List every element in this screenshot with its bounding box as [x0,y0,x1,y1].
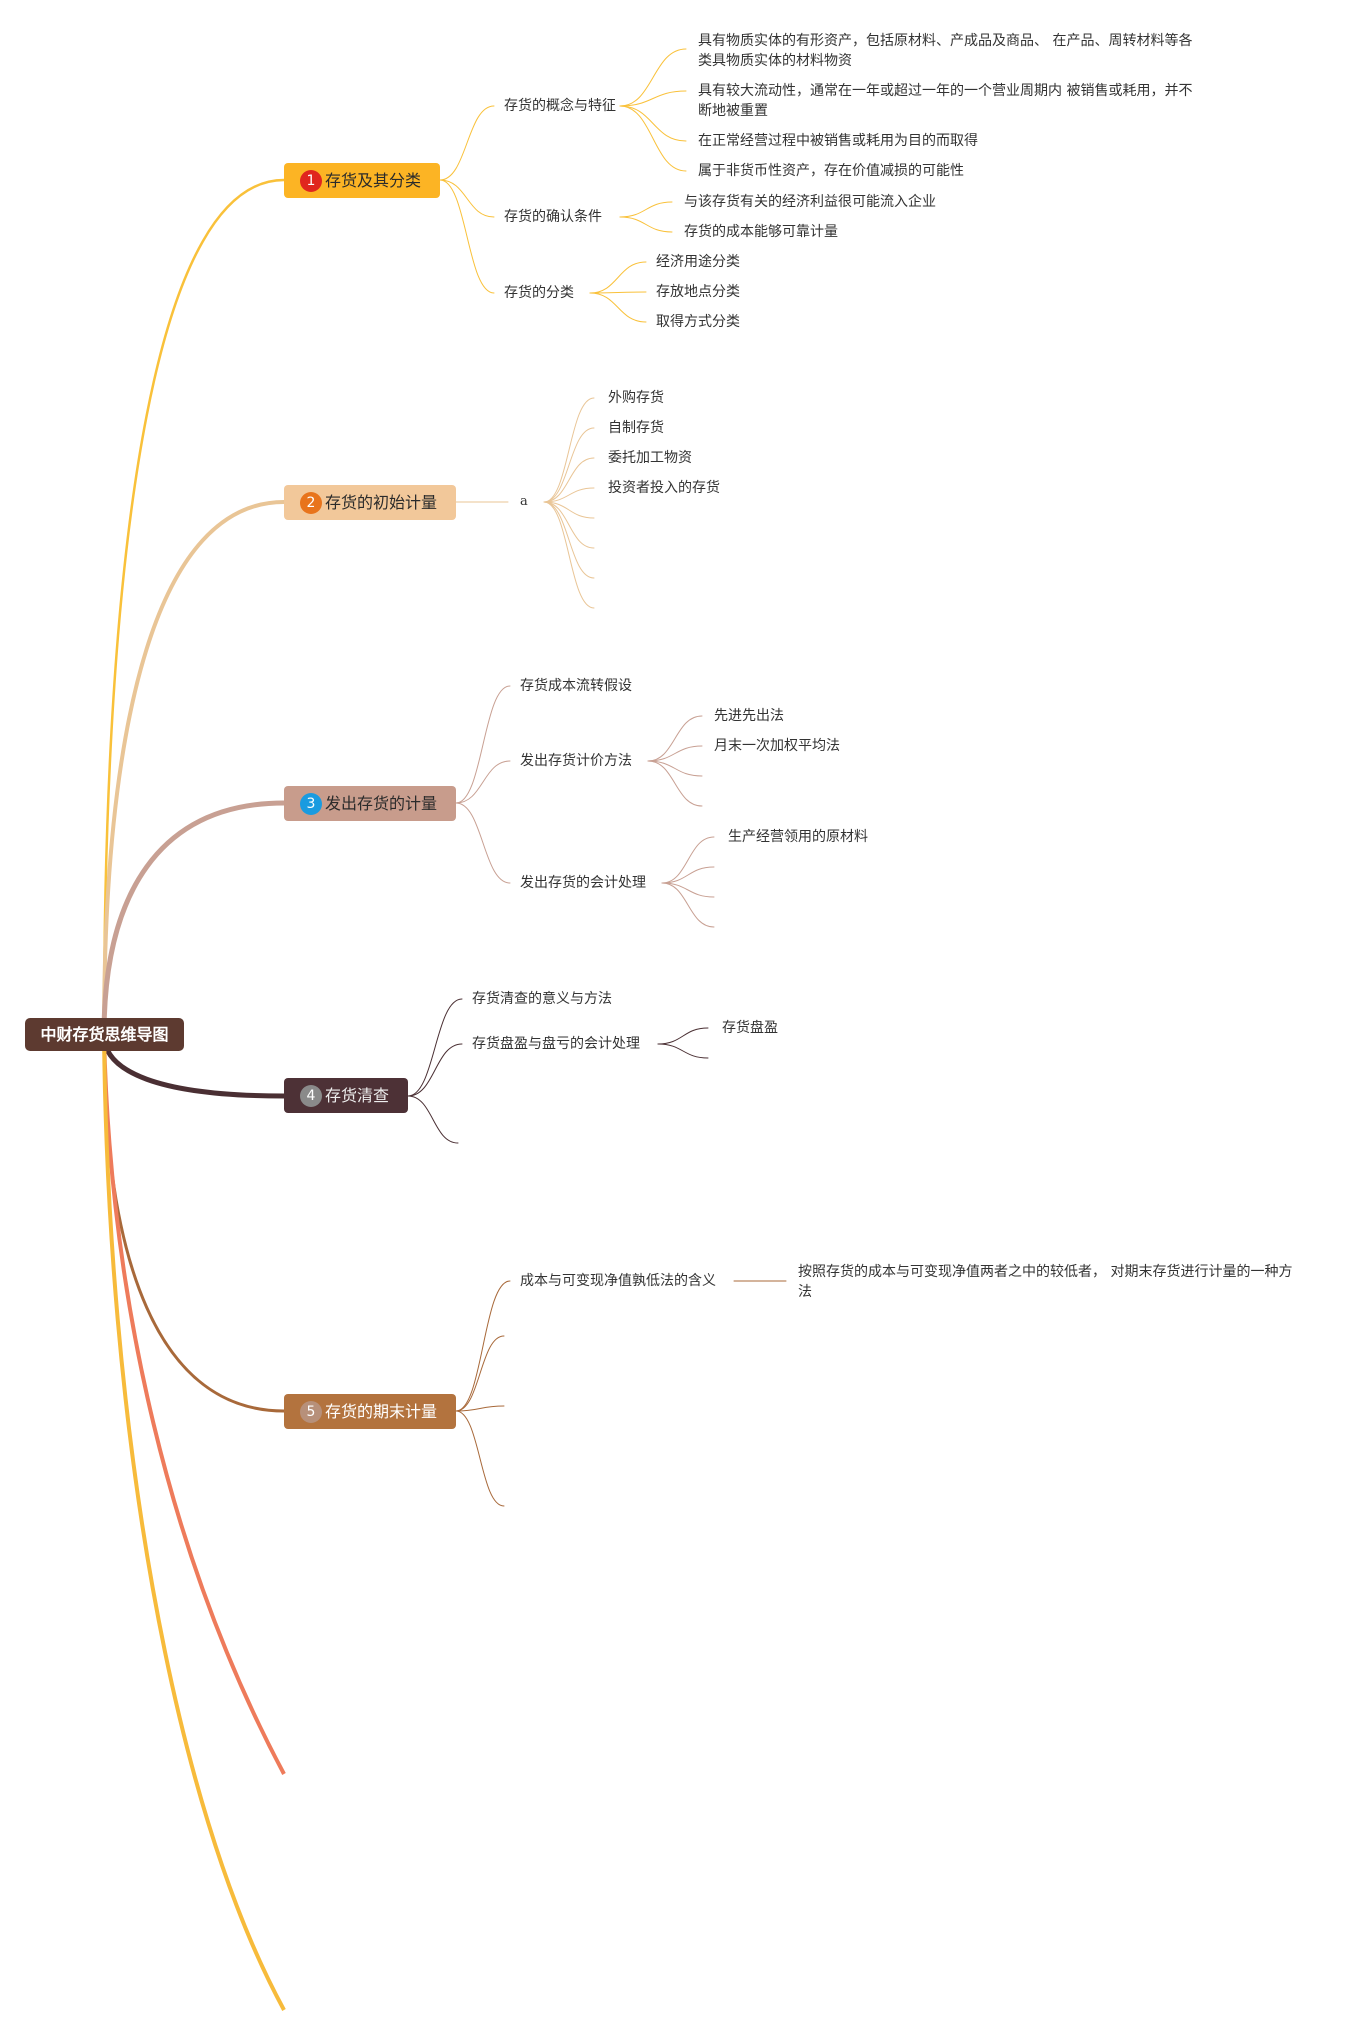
count-meaning-node[interactable]: 存货清查的意义与方法 [472,991,612,1007]
acquisition-item[interactable]: 自制存货 [608,420,664,436]
link [543,501,595,579]
link [543,501,595,549]
root-link-2 [102,500,286,1037]
recognition-conditions-node[interactable]: 存货的确认条件 [504,209,602,225]
initial-measurement-child-node[interactable]: a [520,494,528,509]
link [439,179,495,294]
lower-of-cost-node[interactable]: 成本与可变现净值孰低法的含义 [520,1273,716,1289]
classification-node[interactable]: 存货的分类 [504,285,574,301]
concept-item[interactable]: 具有较大流动性，通常在一年或超过一年的一个营业周期内 被销售或耗用，并不断地被重… [698,83,1193,119]
concept-item[interactable]: 在正常经营过程中被销售或耗用为目的而取得 [698,133,978,149]
link [619,105,687,142]
root-link-7 [102,1034,286,2011]
acquisition-item[interactable]: 投资者投入的存货 [608,480,720,496]
link [657,1043,709,1059]
classification-item[interactable]: 存放地点分类 [656,284,740,300]
number-2-badge: 2 [300,492,322,514]
root-link-1 [102,178,286,1037]
concept-item[interactable]: 具有物质实体的有形资产，包括原材料、产成品及商品、 在产品、周转材料等各类具物质… [698,33,1193,69]
link [619,216,673,233]
link [407,1095,459,1144]
link [647,715,703,762]
branch-label: 存货的初始计量 [325,493,438,512]
recognition-item[interactable]: 存货的成本能够可靠计量 [684,224,838,240]
number-3-badge: 3 [300,793,322,815]
link [661,866,715,884]
link [407,998,463,1097]
link [455,1410,505,1507]
branch-label: 存货清查 [325,1086,390,1105]
acquisition-item[interactable]: 委托加工物资 [608,450,692,466]
link [619,105,687,172]
classification-item[interactable]: 经济用途分类 [656,254,740,270]
accounting-treatment-node[interactable]: 发出存货的会计处理 [520,875,646,891]
link [455,1280,511,1412]
link [543,427,595,503]
link [455,685,511,804]
branch-label: 发出存货的计量 [325,794,438,813]
link [543,457,595,503]
link [439,179,495,218]
root-node[interactable]: 中财存货思维导图 [25,1018,184,1051]
link [647,760,703,807]
classification-item[interactable]: 取得方式分类 [656,314,740,330]
link [439,105,495,181]
link [647,760,703,777]
link [407,1043,463,1097]
link [455,760,511,804]
root-link-6 [102,1034,286,1775]
acquisition-item[interactable]: 外购存货 [608,390,664,406]
link [543,501,595,519]
branch-label: 存货及其分类 [325,171,422,190]
link [543,487,595,503]
link [543,501,595,609]
recognition-item[interactable]: 与该存货有关的经济利益很可能流入企业 [684,194,936,210]
link [455,802,511,884]
link [619,48,687,107]
link [589,292,647,323]
cost-flow-assumption-node[interactable]: 存货成本流转假设 [520,678,632,694]
branch-label: 存货的期末计量 [325,1402,438,1421]
link [455,1405,505,1412]
link [661,836,715,884]
number-5-badge: 5 [300,1401,322,1423]
pricing-method-item[interactable]: 先进先出法 [714,708,784,724]
link [647,745,703,762]
link [619,201,673,218]
number-1-badge: 1 [300,170,322,192]
link [661,882,715,898]
link [589,291,647,294]
number-4-badge: 4 [300,1085,322,1107]
link [661,882,715,928]
accounting-treatment-item[interactable]: 生产经营领用的原材料 [728,829,868,845]
surplus-item[interactable]: 存货盘盈 [722,1020,778,1036]
pricing-method-item[interactable]: 月末一次加权平均法 [714,738,840,754]
surplus-shortage-node[interactable]: 存货盘盈与盘亏的会计处理 [472,1036,640,1052]
pricing-method-node[interactable]: 发出存货计价方法 [520,753,632,769]
link [455,1335,505,1412]
root-link-3 [101,800,287,1038]
link [619,90,687,107]
lower-of-cost-definition[interactable]: 按照存货的成本与可变现净值两者之中的较低者， 对期末存货进行计量的一种方法 [798,1264,1293,1300]
link [589,261,647,294]
concept-and-features-node[interactable]: 存货的概念与特征 [504,98,616,114]
link [543,397,595,503]
link [657,1027,709,1045]
concept-item[interactable]: 属于非货币性资产，存在价值减损的可能性 [698,163,964,179]
